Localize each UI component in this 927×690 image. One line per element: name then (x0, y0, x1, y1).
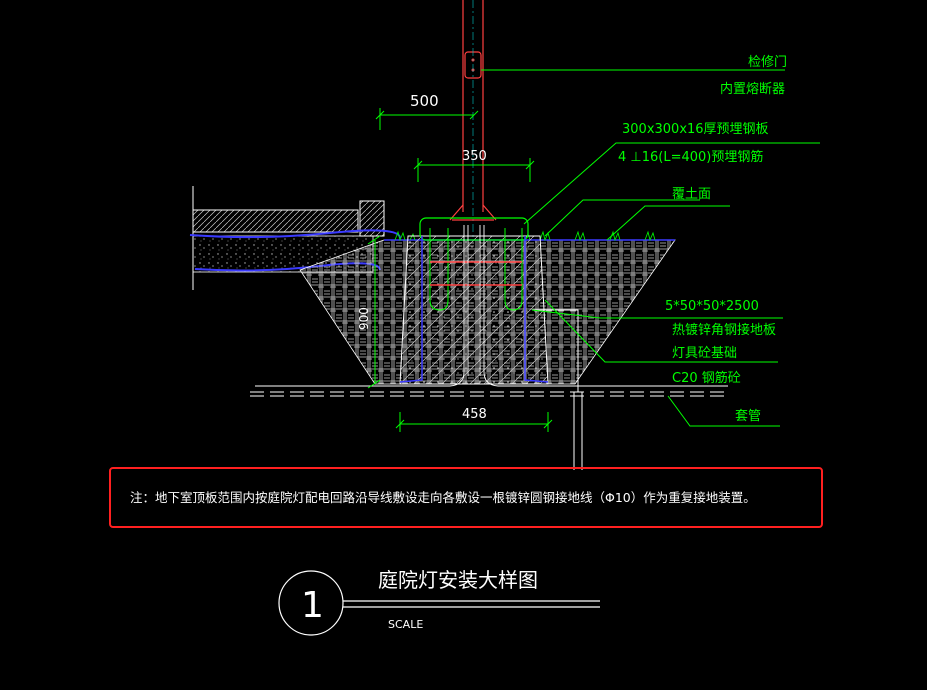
callout-access-door-line2: 内置熔断器 (720, 81, 785, 97)
callout-access-door-line1: 检修门 (748, 55, 787, 70)
callout-ground-plate-line1: 5*50*50*2500 (665, 299, 759, 314)
dimension-depth (367, 235, 381, 389)
ground-wire (250, 309, 730, 470)
dim-label-500: 500 (410, 92, 439, 110)
dim-label-350: 350 (462, 149, 487, 164)
dimension-500 (375, 108, 479, 130)
detail-number: 1 (301, 585, 324, 626)
callout-plate-line1: 300x300x16厚预埋钢板 (622, 122, 769, 137)
callout-ground-plate-line2: 热镀锌角钢接地板 (672, 322, 776, 338)
callout-backfill: 覆土面 (672, 187, 711, 202)
scale-label: SCALE (388, 618, 423, 631)
leader-lines (481, 69, 820, 427)
concrete-foundation (255, 217, 728, 387)
dimension-458 (395, 412, 553, 432)
waterproof-layer (189, 229, 401, 239)
dimension-350 (413, 158, 535, 182)
embedded-steel-plate (419, 217, 529, 241)
drawing-title: 庭院灯安装大样图 (378, 568, 538, 592)
detail-number-circle (278, 570, 344, 636)
callout-foundation-line2: C20 钢筋砼 (672, 370, 741, 386)
stirrups (430, 261, 522, 286)
anchor-bars (429, 228, 523, 311)
lamp-pole (449, 0, 497, 240)
callout-plate-line2: 4 ⊥16(L=400)预埋钢筋 (618, 149, 763, 165)
note-highlight-box (109, 467, 823, 528)
note-text: 注：地下室顶板范围内按庭院灯配电回路沿导线敷设走向各敷设一根镀锌圆钢接地线（Φ1… (130, 490, 756, 505)
dim-label-depth: 900 (357, 307, 371, 330)
title-block: 1 庭院灯安装大样图 SCALE (278, 568, 600, 636)
conduit-pipes (255, 225, 728, 387)
callout-foundation-line1: 灯具砼基础 (672, 346, 737, 361)
callout-sleeve: 套管 (735, 408, 761, 424)
dim-label-458: 458 (462, 407, 487, 422)
